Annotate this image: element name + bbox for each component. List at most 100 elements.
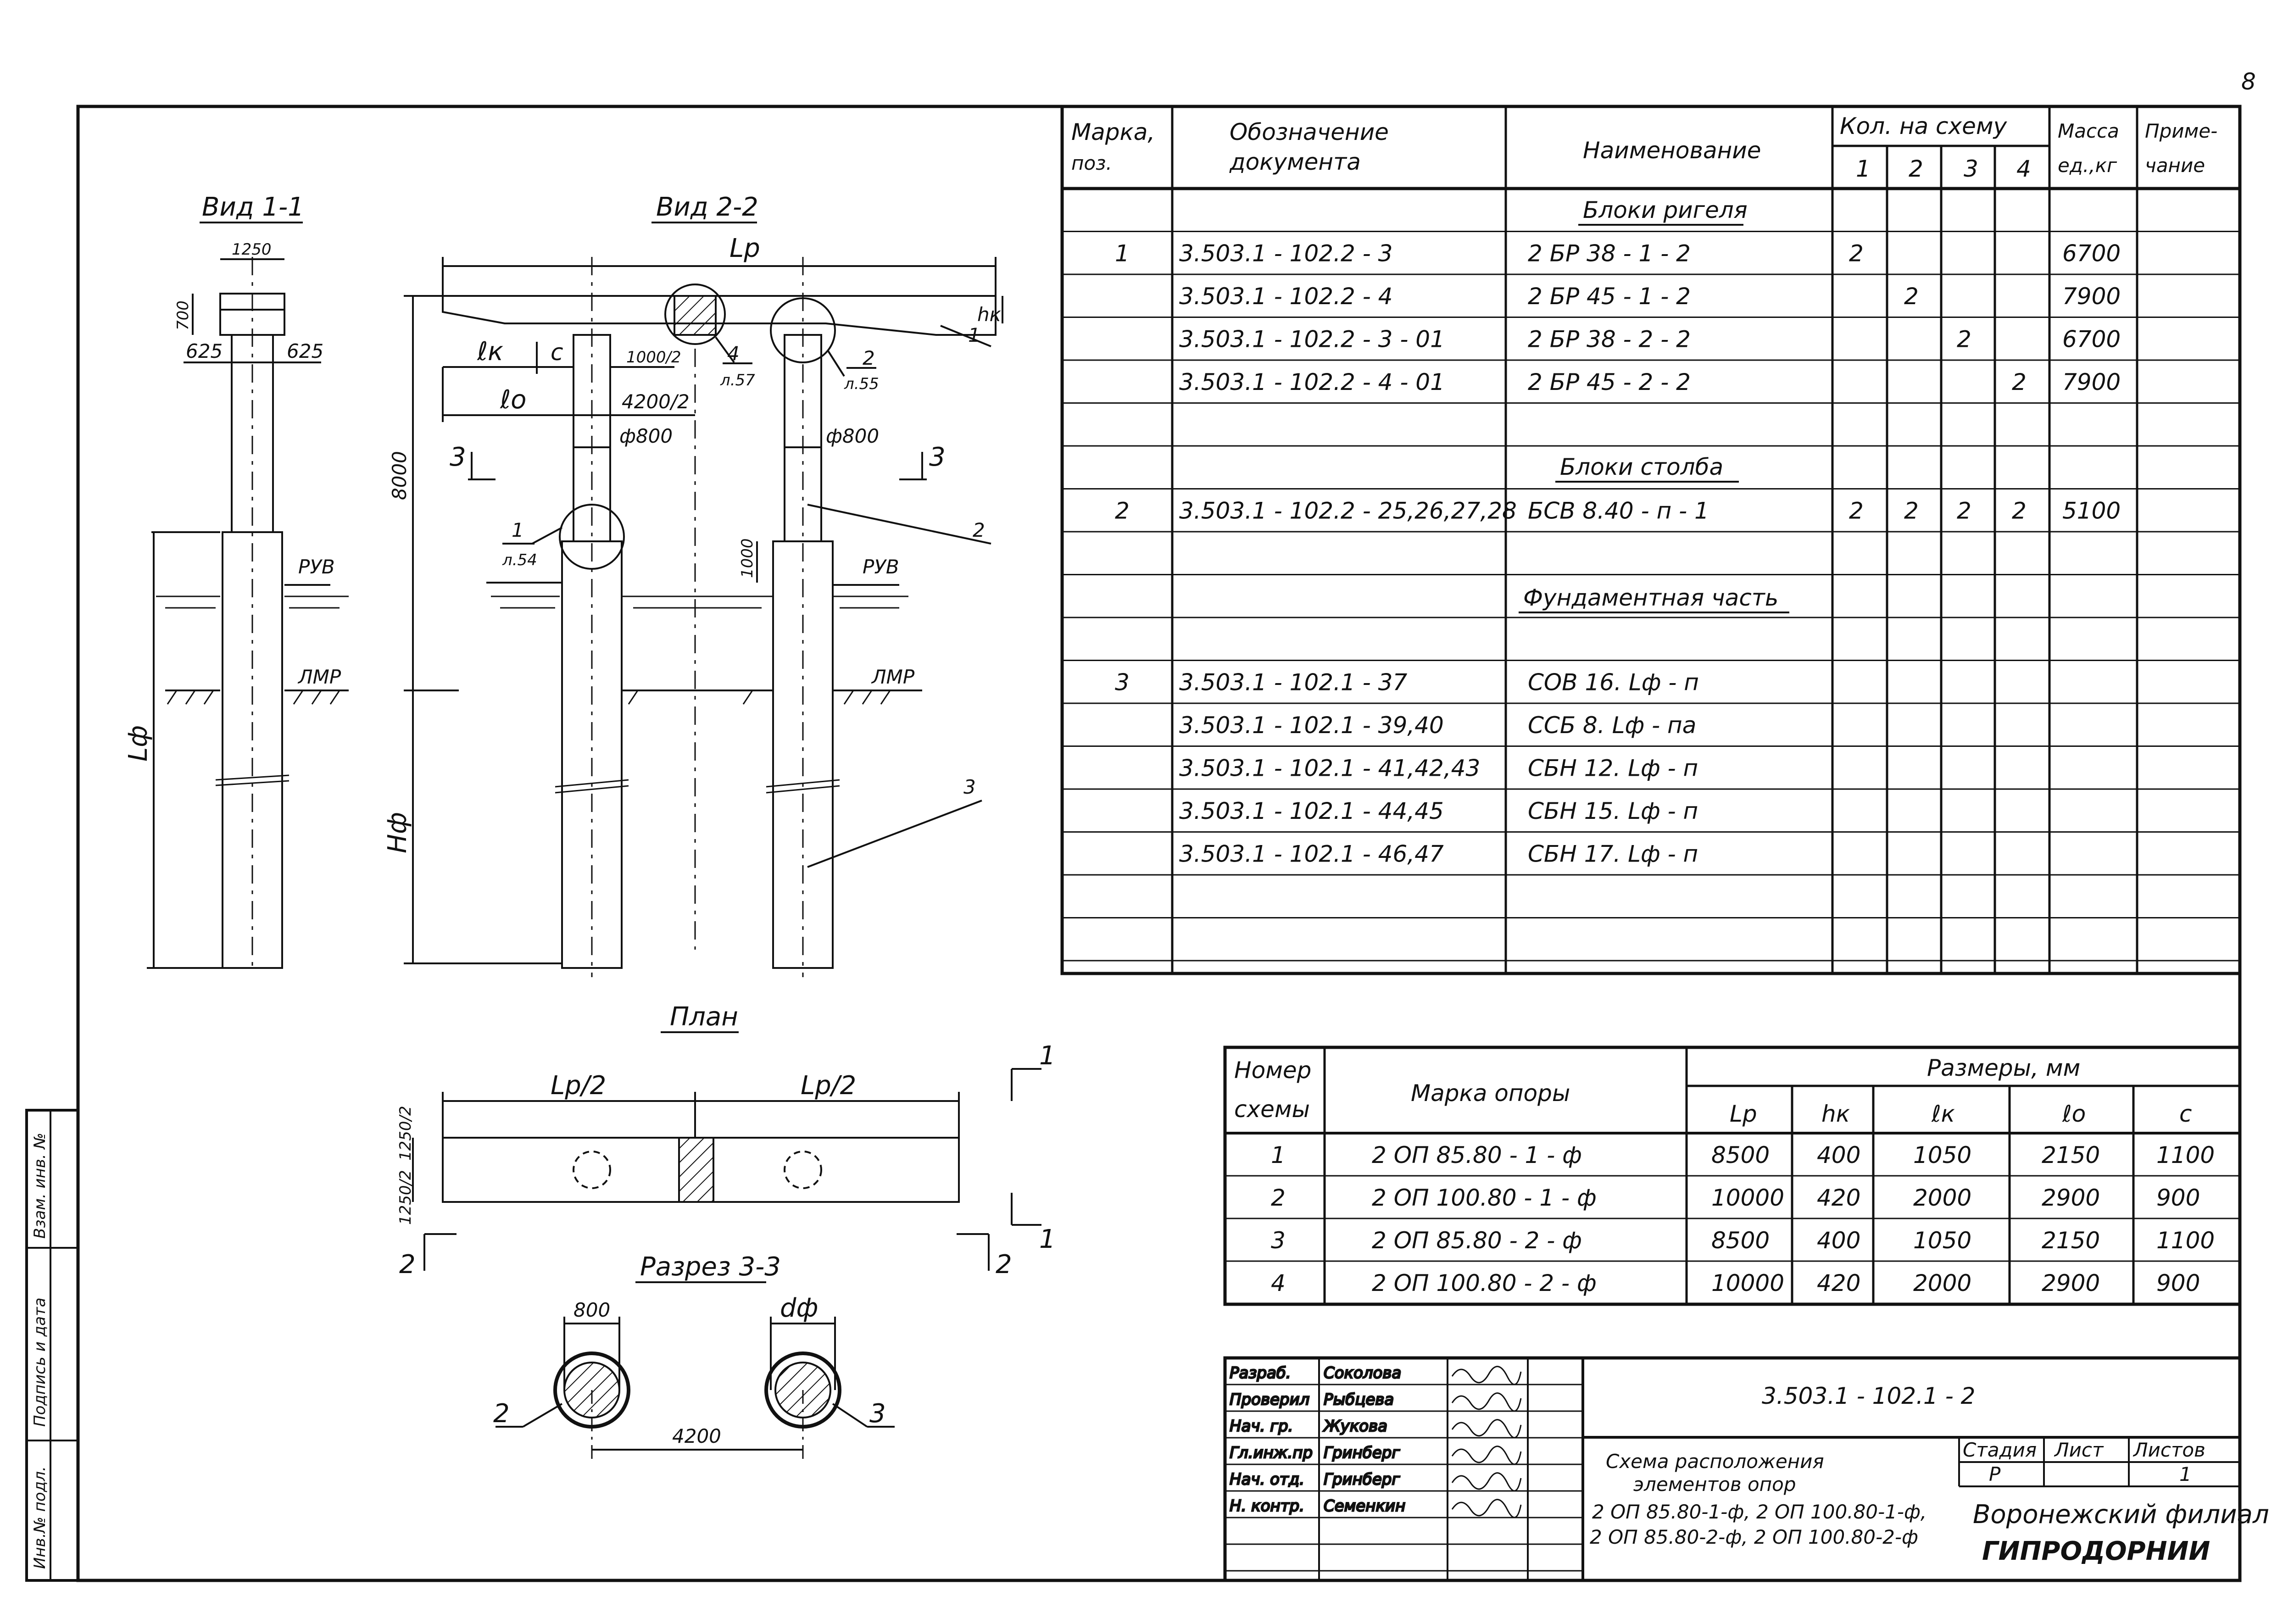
plan-mark-1a: 1: [1039, 1041, 1056, 1071]
dims-cell-lo: 2900: [2042, 1185, 2100, 1211]
view11-dim-625-right: 625: [287, 340, 323, 362]
spec-cell-doc: 3.503.1 - 102.1 - 37: [1179, 669, 1407, 696]
spec-group-rigel: Блоки ригеля: [1583, 197, 1748, 223]
plan-w1: 1250/2: [396, 1106, 415, 1161]
spec-cell-q3: 2: [1957, 326, 1971, 353]
side-inv-label: Инв.№ подл.: [31, 1466, 49, 1569]
spec-cell-doc: 3.503.1 - 102.2 - 3 - 01: [1179, 326, 1445, 353]
dims-cell-n: 2: [1271, 1185, 1286, 1211]
spec-cell-name: СБН 12. Lф - п: [1528, 755, 1698, 782]
spec-cell-doc: 3.503.1 - 102.1 - 39,40: [1179, 712, 1444, 739]
view22-callout1: 1: [512, 519, 524, 541]
spec-cell-doc: 3.503.1 - 102.2 - 4: [1179, 283, 1392, 310]
view22-lmr: ЛМР: [871, 666, 915, 688]
stamp-person: Гринберг: [1324, 1470, 1400, 1489]
spec-h-note2: чание: [2145, 154, 2205, 177]
spec-cell-doc: 3.503.1 - 102.2 - 3: [1179, 240, 1392, 267]
spec-cell-mass: 6700: [2062, 240, 2121, 267]
view22-callout1-ref: л.54: [502, 551, 537, 569]
spec-h-doc2: документа: [1229, 149, 1361, 175]
dims-cell-lp: 10000: [1711, 1270, 1784, 1296]
spec-cell-name: СБН 15. Lф - п: [1528, 798, 1698, 824]
view-2-2: Вид 2-2 4 л.57 Lр hк 1: [383, 192, 1003, 977]
dims-cell-c: 900: [2156, 1185, 2200, 1211]
view22-d1000: 1000/2: [626, 348, 681, 367]
dims-h-hk: hк: [1821, 1101, 1850, 1127]
view22-callout4: 4: [727, 342, 740, 365]
dims-h-scheme2: схемы: [1234, 1096, 1310, 1123]
view22-sec3-left: 3: [450, 442, 466, 472]
signature-icon: [1451, 1419, 1522, 1439]
signature-icon: [1451, 1392, 1522, 1412]
dims-cell-lo: 2150: [2042, 1142, 2100, 1168]
stamp-stage: Р: [1989, 1463, 2001, 1485]
side-replace-label: Взам. инв. №: [31, 1133, 49, 1239]
dims-cell-lk: 1050: [1913, 1142, 1971, 1168]
plan-half-a: Lр/2: [551, 1071, 606, 1101]
view22-lp: Lр: [729, 234, 760, 263]
spec-cell-q1: 2: [1849, 498, 1864, 524]
dims-cell-hk: 400: [1817, 1142, 1860, 1168]
dims-cell-mark: 2 ОП 100.80 - 2 - ф: [1372, 1270, 1597, 1296]
dims-cell-mark: 2 ОП 85.80 - 1 - ф: [1372, 1142, 1582, 1168]
view22-d800-left: ф800: [619, 425, 673, 447]
dims-cell-lk: 2000: [1913, 1270, 1971, 1296]
spec-group-column: Блоки столба: [1560, 454, 1723, 480]
signature-icon: [1451, 1472, 1522, 1492]
view11-ruv: РУВ: [298, 556, 335, 578]
spec-group-foundation: Фундаментная часть: [1523, 584, 1778, 611]
spec-cell-name: 2 БР 45 - 2 - 2: [1528, 369, 1691, 395]
section33-title: Разрез 3-3: [640, 1252, 781, 1282]
stamp-person: Рыбцева: [1324, 1390, 1394, 1409]
section-3-3: Разрез 3-3 800 dф 4200 2 3: [493, 1252, 895, 1459]
view22-sec3-right: 3: [929, 442, 946, 472]
view22-pos3: 3: [963, 776, 976, 798]
spec-cell-doc: 3.503.1 - 102.1 - 41,42,43: [1179, 755, 1480, 782]
spec-table: Марка, поз. Обозначение документа Наимен…: [1060, 105, 2242, 975]
dims-cell-c: 900: [2156, 1270, 2200, 1296]
section33-d800: 800: [574, 1299, 610, 1321]
spec-cell-name: ССБ 8. Lф - па: [1528, 712, 1696, 739]
dims-cell-hk: 400: [1817, 1227, 1860, 1254]
dims-h-lp: Lр: [1730, 1101, 1757, 1127]
side-sign-label: Подпись и дата: [31, 1297, 49, 1427]
spec-cell-doc: 3.503.1 - 102.1 - 46,47: [1179, 841, 1444, 868]
dims-cell-lo: 2150: [2042, 1227, 2100, 1254]
dims-cell-lp: 8500: [1711, 1227, 1770, 1254]
dims-cell-c: 1100: [2156, 1142, 2215, 1168]
section33-pos3: 3: [869, 1399, 886, 1429]
view11-lf: Lф: [123, 725, 153, 762]
spec-cell-q2: 2: [1904, 283, 1919, 310]
stamp-role: Проверил: [1230, 1390, 1309, 1409]
dims-cell-n: 1: [1271, 1142, 1286, 1168]
stamp-sheets: 1: [2179, 1463, 2192, 1485]
dims-cell-c: 1100: [2156, 1227, 2215, 1254]
stamp-org-1: Воронежский филиал: [1973, 1500, 2269, 1529]
spec-cell-name: 2 БР 45 - 1 - 2: [1528, 283, 1691, 310]
view11-dim-1250: 1250: [232, 240, 272, 259]
view22-hk: hк: [977, 303, 1002, 326]
spec-cell-name: БСВ 8.40 - п - 1: [1528, 498, 1709, 524]
view11-lmr: ЛМР: [297, 666, 341, 688]
spec-h-doc: Обозначение: [1230, 119, 1389, 145]
spec-cell-name: 2 БР 38 - 1 - 2: [1528, 240, 1691, 267]
view22-callout2-ref: л.55: [844, 375, 879, 393]
stamp-stage-label: Стадия: [1963, 1439, 2037, 1461]
stamp-role: Н. контр.: [1230, 1497, 1304, 1515]
dims-h-mark: Марка опоры: [1411, 1080, 1570, 1107]
spec-h-note: Приме-: [2145, 120, 2217, 142]
spec-h-name: Наименование: [1583, 137, 1761, 164]
view22-callout4-ref: л.57: [720, 371, 755, 389]
view11-title: Вид 1-1: [202, 192, 304, 222]
spec-h-qty: Кол. на схему: [1840, 113, 2008, 139]
spec-h-q2: 2: [1909, 156, 1923, 182]
plan-mark-2a: 2: [399, 1250, 416, 1279]
signature-icon: [1451, 1446, 1522, 1465]
stamp-person: Семенкин: [1324, 1497, 1405, 1515]
spec-cell-mark: 2: [1115, 498, 1130, 524]
view22-lk: ℓк: [477, 337, 503, 367]
view11-dim-700: 700: [174, 300, 192, 330]
signature-icon: [1451, 1499, 1522, 1518]
spec-cell-mark: 3: [1115, 669, 1130, 696]
